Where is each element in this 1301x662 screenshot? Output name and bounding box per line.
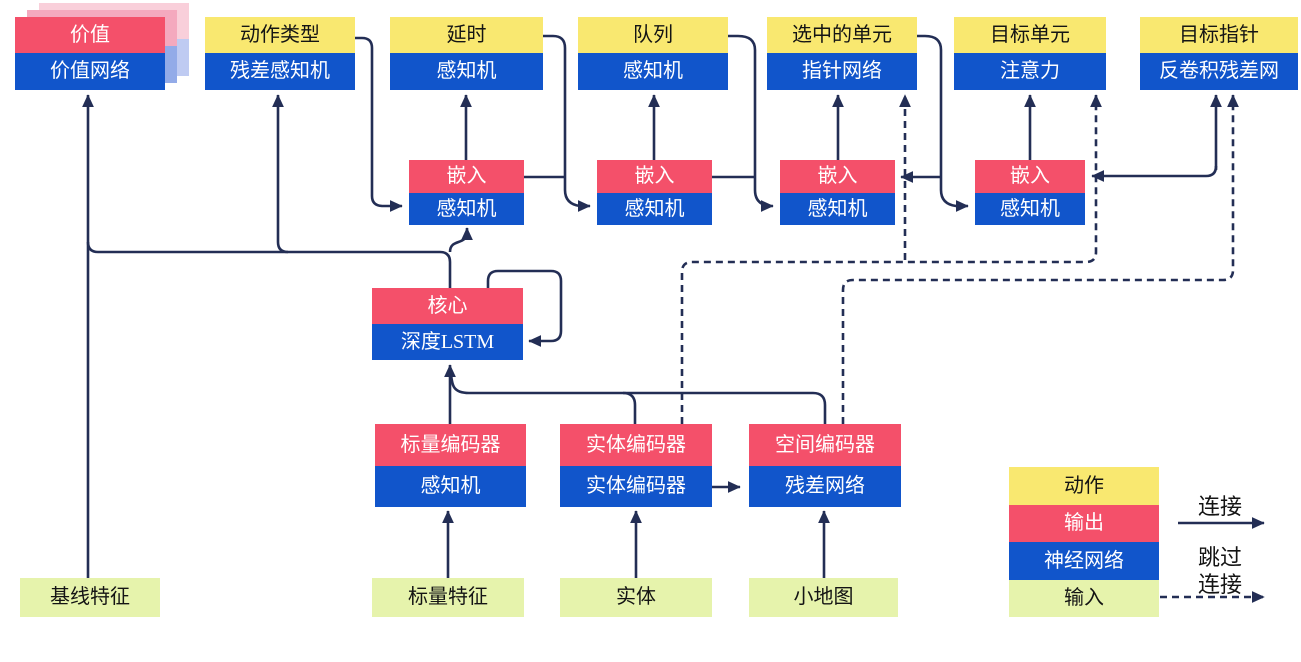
selected-units-head-node: 选中的单元 指针网络 <box>767 17 917 90</box>
resnet-label: 残差网络 <box>749 466 901 507</box>
delay-head-node: 延时 感知机 <box>390 17 543 90</box>
deconv-resnet-label: 反卷积残差网 <box>1140 53 1298 90</box>
legend-swatches: 动作 输出 神经网络 输入 <box>1009 467 1159 617</box>
spatial-encoder-node: 空间编码器 残差网络 <box>749 424 901 507</box>
wire-trunk-to-action-type <box>272 94 289 254</box>
value-head-label: 价值 <box>15 17 165 53</box>
legend-nn-swatch: 神经网络 <box>1009 542 1159 580</box>
target-point-label: 目标指针 <box>1140 17 1298 53</box>
embedding-node-2: 嵌入 感知机 <box>597 160 712 225</box>
selected-units-label: 选中的单元 <box>767 17 917 53</box>
core-label: 核心 <box>372 288 523 324</box>
embedding-label: 嵌入 <box>780 160 895 193</box>
legend-skip-label-line2: 连接 <box>1197 572 1242 597</box>
target-unit-head-node: 目标单元 注意力 <box>954 17 1106 90</box>
scalar-mlp-label: 感知机 <box>375 466 526 507</box>
queue-head-node: 队列 感知机 <box>578 17 728 90</box>
embedding-node-1: 嵌入 感知机 <box>409 160 524 225</box>
legend-action-swatch: 动作 <box>1009 467 1159 505</box>
embedding-mlp-label: 感知机 <box>597 193 712 225</box>
scalar-encoder-node: 标量编码器 感知机 <box>375 424 526 507</box>
wire-target-point-back-to-emb4 <box>1091 165 1218 182</box>
wire-queue-to-emb3 <box>728 34 774 212</box>
baseline-features-node: 基线特征 <box>20 578 160 617</box>
spatial-encoder-label: 空间编码器 <box>749 424 901 466</box>
action-type-head-node: 动作类型 残差感知机 <box>205 17 355 90</box>
embedding-mlp-label: 感知机 <box>975 193 1085 225</box>
scalar-encoder-label: 标量编码器 <box>375 424 526 466</box>
scalar-features-node: 标量特征 <box>372 578 524 617</box>
target-unit-label: 目标单元 <box>954 17 1106 53</box>
wire-core-trunk <box>86 241 452 288</box>
queue-mlp-label: 感知机 <box>578 53 728 90</box>
minimap-input-node: 小地图 <box>749 578 898 617</box>
embedding-mlp-label: 感知机 <box>409 193 524 225</box>
action-type-label: 动作类型 <box>205 17 355 53</box>
value-network-label: 价值网络 <box>15 53 165 90</box>
target-point-head-node: 目标指针 反卷积残差网 <box>1140 17 1298 90</box>
wire-action-type-to-emb1 <box>355 36 403 212</box>
embedding-label: 嵌入 <box>409 160 524 193</box>
wire-entity-enc-to-core <box>622 391 637 424</box>
core-node: 核心 深度LSTM <box>372 288 523 360</box>
wire-selected-to-emb4 <box>917 34 969 212</box>
attention-label: 注意力 <box>954 53 1106 90</box>
embedding-label: 嵌入 <box>597 160 712 193</box>
wire-delay-to-emb2 <box>543 34 591 212</box>
wire-spatial-enc-to-core <box>449 373 827 424</box>
embedding-node-4: 嵌入 感知机 <box>975 160 1085 225</box>
embedding-label: 嵌入 <box>975 160 1085 193</box>
entity-encoder-node: 实体编码器 实体编码器 <box>560 424 712 507</box>
legend-output-swatch: 输出 <box>1009 505 1159 542</box>
delay-mlp-label: 感知机 <box>390 53 543 90</box>
embedding-mlp-label: 感知机 <box>780 193 895 225</box>
queue-label: 队列 <box>578 17 728 53</box>
pointer-network-label: 指针网络 <box>767 53 917 90</box>
wire-skip-spatial <box>841 94 1239 424</box>
residual-mlp-label: 残差感知机 <box>205 53 355 90</box>
entity-encoder-label: 实体编码器 <box>560 424 712 466</box>
wire-core-self-loop <box>486 269 563 347</box>
legend-skip-label-line1: 跳过 <box>1197 545 1242 570</box>
delay-label: 延时 <box>390 17 543 53</box>
legend-solid-arrow-label: 连接 <box>1197 494 1242 519</box>
wire-core-to-emb1 <box>448 227 473 253</box>
legend-input-swatch: 输入 <box>1009 580 1159 617</box>
wire-skip-entity <box>680 94 1102 424</box>
embedding-node-3: 嵌入 感知机 <box>780 160 895 225</box>
entities-input-node: 实体 <box>560 578 712 617</box>
entity-encoder-nn-label: 实体编码器 <box>560 466 712 507</box>
value-head-node: 价值 价值网络 <box>15 17 165 90</box>
deep-lstm-label: 深度LSTM <box>372 324 523 360</box>
